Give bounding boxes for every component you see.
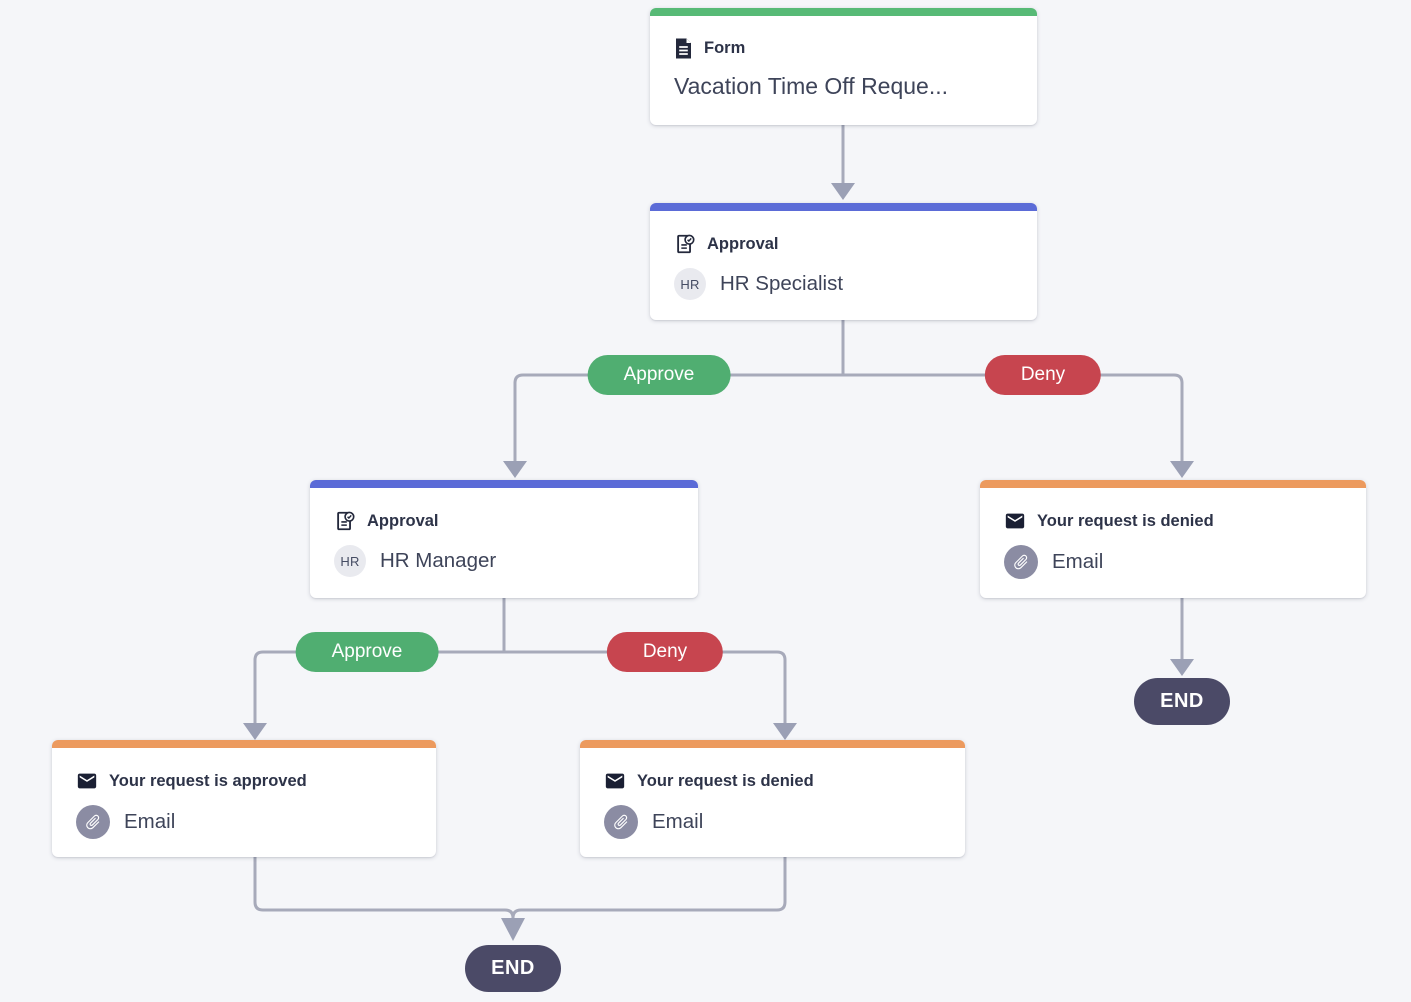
node-accent-bar — [52, 740, 436, 748]
arrowhead — [773, 723, 797, 740]
paperclip-icon — [1004, 545, 1038, 579]
arrowhead — [501, 918, 525, 941]
branch-deny-pill[interactable]: Deny — [984, 355, 1102, 395]
connector-denied-center-to-end — [511, 857, 787, 919]
assignee-avatar: HR — [674, 268, 706, 300]
arrowhead — [831, 183, 855, 200]
node-accent-bar — [310, 480, 698, 488]
mail-icon — [76, 770, 98, 792]
branch-approve-pill[interactable]: Approve — [587, 355, 731, 395]
node-accent-bar — [650, 203, 1037, 211]
approval-check-document-icon — [674, 233, 696, 255]
channel-label: Email — [652, 810, 704, 833]
paperclip-icon — [604, 805, 638, 839]
connector-approval1-branches — [513, 373, 1184, 461]
node-type-label: Approval — [367, 511, 439, 530]
channel-label: Email — [124, 810, 176, 833]
form-document-icon — [674, 38, 693, 59]
node-email-approved[interactable]: Your request is approved Email — [52, 740, 436, 857]
node-type-label: Your request is denied — [1037, 511, 1214, 530]
node-accent-bar — [580, 740, 965, 748]
node-approval-hr-manager[interactable]: Approval HR HR Manager — [310, 480, 698, 598]
assignee-name: HR Specialist — [720, 272, 844, 295]
arrowhead — [503, 461, 527, 478]
arrowhead — [243, 723, 267, 740]
connector-approved-to-end — [253, 857, 515, 919]
form-title: Vacation Time Off Reque... — [674, 73, 949, 99]
node-type-label: Your request is denied — [637, 771, 814, 790]
mail-icon — [604, 770, 626, 792]
paperclip-icon — [76, 805, 110, 839]
arrowhead — [1170, 461, 1194, 478]
node-email-denied-right[interactable]: Your request is denied Email — [980, 480, 1366, 598]
branch-approve-pill[interactable]: Approve — [295, 632, 439, 672]
node-type-label: Form — [704, 39, 746, 57]
approval-check-document-icon — [334, 510, 356, 532]
connector-approval2-branches — [253, 650, 787, 723]
node-email-denied-center[interactable]: Your request is denied Email — [580, 740, 965, 857]
node-form[interactable]: Form Vacation Time Off Reque... — [650, 8, 1037, 125]
end-node[interactable]: END — [465, 945, 561, 992]
assignee-name: HR Manager — [380, 549, 497, 572]
mail-icon — [1004, 510, 1026, 532]
end-node[interactable]: END — [1134, 678, 1230, 725]
branch-deny-pill[interactable]: Deny — [606, 632, 724, 672]
node-approval-hr-specialist[interactable]: Approval HR HR Specialist — [650, 203, 1037, 320]
node-accent-bar — [650, 8, 1037, 16]
assignee-avatar: HR — [334, 545, 366, 577]
node-type-label: Approval — [707, 234, 779, 253]
channel-label: Email — [1052, 550, 1104, 573]
node-type-label: Your request is approved — [109, 771, 307, 790]
node-accent-bar — [980, 480, 1366, 488]
arrowhead — [1170, 659, 1194, 676]
